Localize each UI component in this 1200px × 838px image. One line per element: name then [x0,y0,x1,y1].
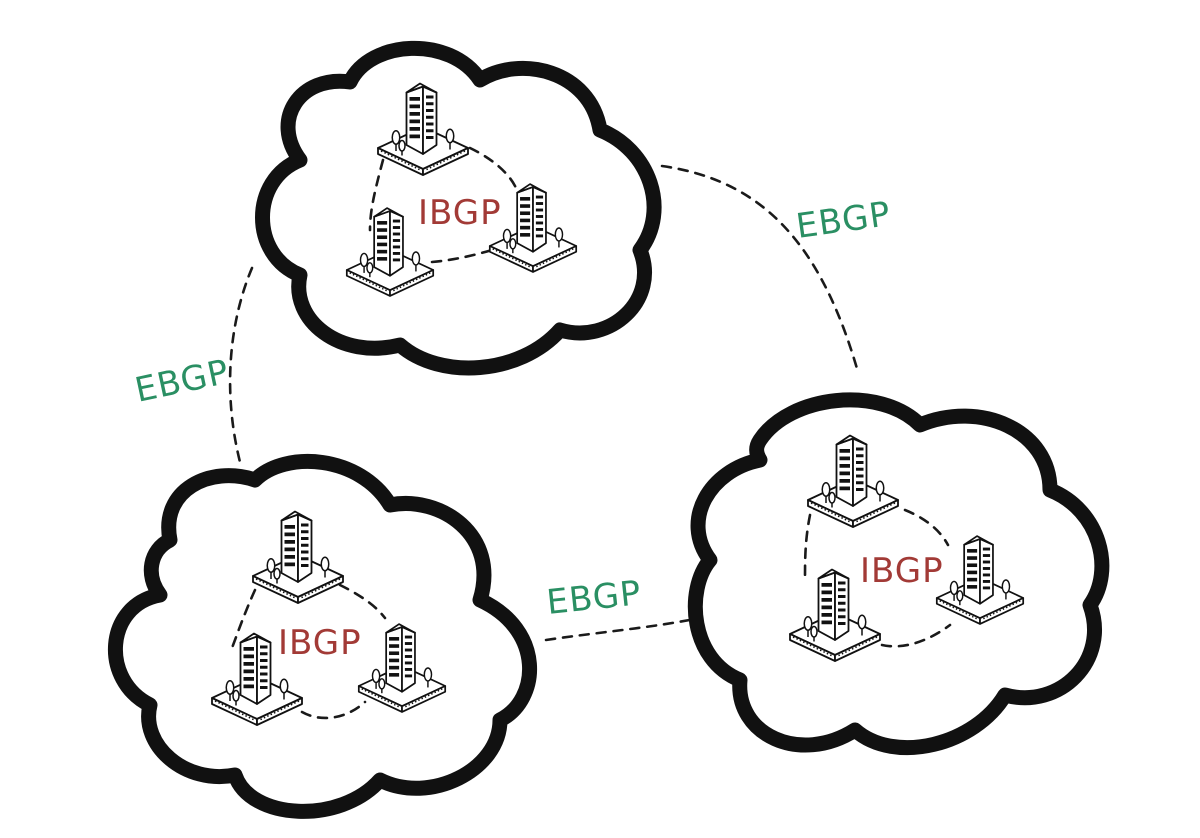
ibgp-label-right: IBGP [860,551,944,591]
cloud-as-right [687,392,1110,756]
ibgp-links-right [803,508,952,648]
ebgp-label-bottomleft-right: EBGP [545,573,644,623]
cloud-as-top [255,40,662,376]
ibgp-links-bottom-left [230,583,387,720]
ebgp-link-bottomleft-right [544,616,702,642]
ebgp-link-top-right [660,164,860,374]
ebgp-link-top-bottomleft [228,266,254,464]
ibgp-label-top: IBGP [418,193,502,233]
ebgp-label-top-right: EBGP [794,194,894,247]
ibgp-links-top [368,146,518,264]
ibgp-label-bottom-left: IBGP [278,623,362,663]
ebgp-label-top-bottomleft: EBGP [132,352,233,411]
cloud-as-bottom-left [108,454,537,819]
